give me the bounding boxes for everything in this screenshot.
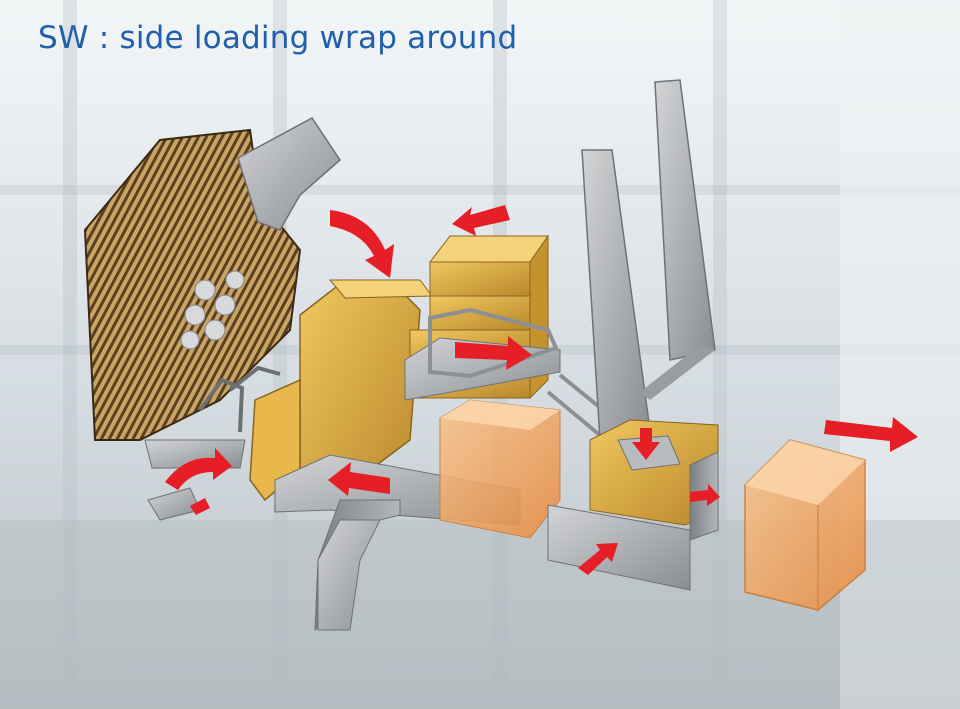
finished-case <box>744 439 866 611</box>
arrow-icon <box>452 205 510 236</box>
arrow-icon <box>328 462 390 496</box>
motion-arrows <box>165 205 918 575</box>
folded-blank <box>249 279 433 502</box>
blank-magazine <box>83 117 341 441</box>
arrow-icon <box>578 543 618 575</box>
arrow-icon <box>330 210 394 278</box>
product-block <box>439 399 561 539</box>
arrow-icon <box>190 498 210 515</box>
arrow-icon <box>632 428 660 460</box>
folding-plates <box>581 79 716 441</box>
arrow-icon <box>824 417 918 452</box>
arrow-icon <box>690 484 720 506</box>
page-title: SW : side loading wrap around <box>38 20 518 56</box>
arrow-icon <box>165 448 232 490</box>
arrow-icon <box>455 336 532 370</box>
